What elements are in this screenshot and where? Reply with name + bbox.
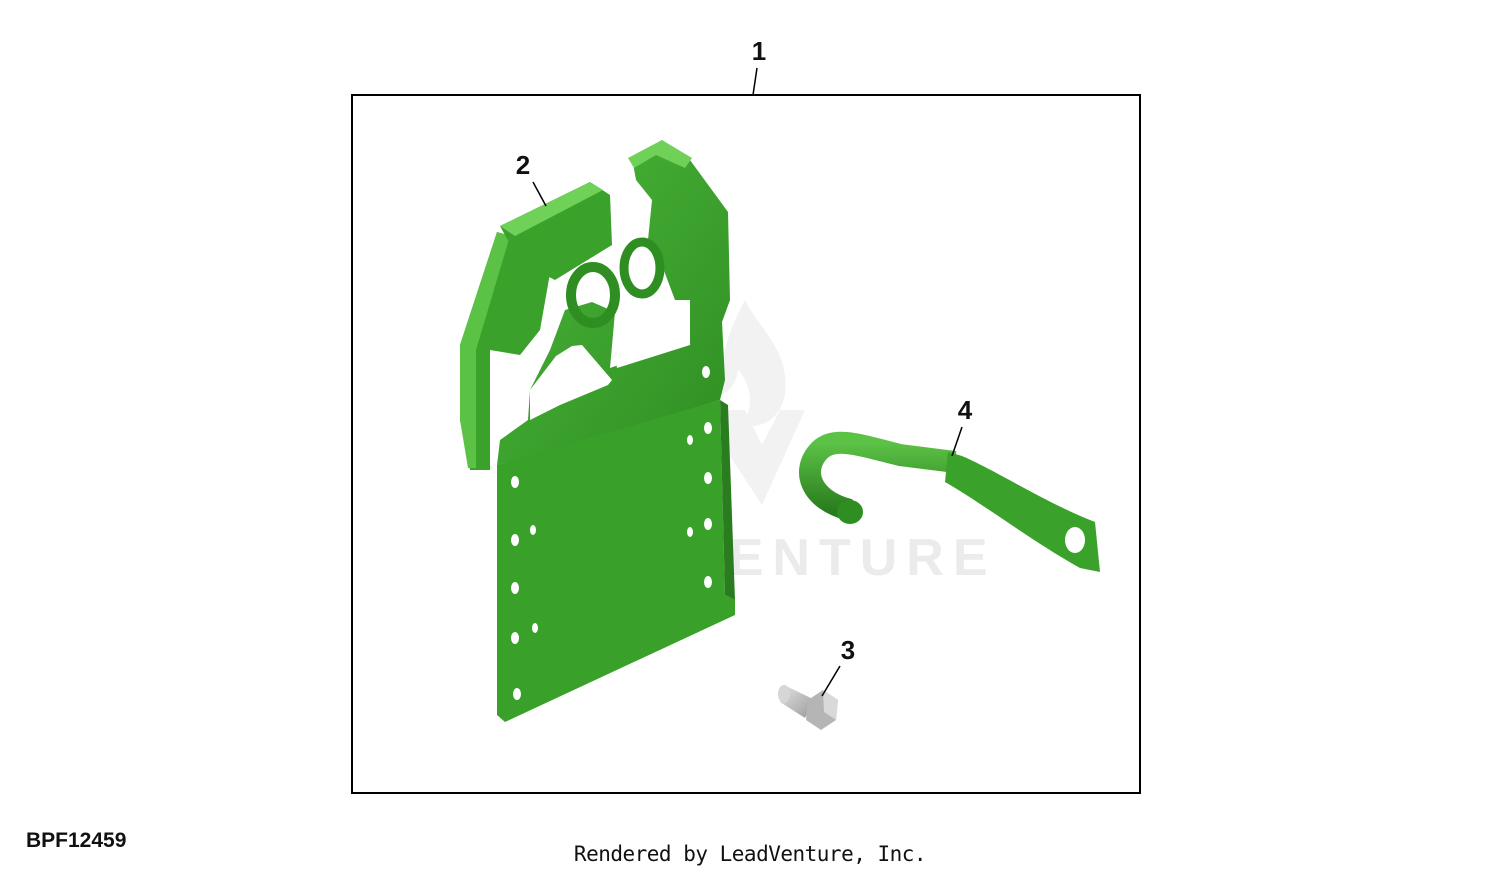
hook-flat-end	[945, 452, 1100, 572]
leader-bolt	[821, 665, 841, 697]
bracket-loop-right	[619, 237, 665, 299]
bracket-top-block	[500, 182, 612, 280]
bracket-plate-lower	[497, 400, 735, 722]
callout-kit: 1	[752, 36, 766, 66]
hook-part	[799, 431, 1100, 572]
callout-hook: 4	[958, 395, 973, 425]
bolt-part	[778, 685, 838, 730]
bracket-loop-left	[566, 262, 620, 328]
render-credit: Rendered by LeadVenture, Inc.	[573, 842, 927, 866]
bracket-holes	[511, 366, 712, 700]
leader-kit	[752, 67, 758, 96]
hook-rod	[799, 431, 957, 521]
leader-bracket	[532, 181, 547, 207]
hook-eye	[1065, 527, 1085, 553]
watermark-flame-icon	[712, 300, 786, 427]
figure-id: BPF12459	[26, 829, 127, 852]
kit-frame	[351, 94, 1141, 794]
hook-tip	[837, 500, 863, 524]
callout-bolt: 3	[841, 635, 855, 665]
leader-hook	[951, 426, 963, 457]
bracket-part	[460, 140, 735, 722]
callout-bracket: 2	[516, 150, 530, 180]
bracket-window	[530, 345, 612, 420]
